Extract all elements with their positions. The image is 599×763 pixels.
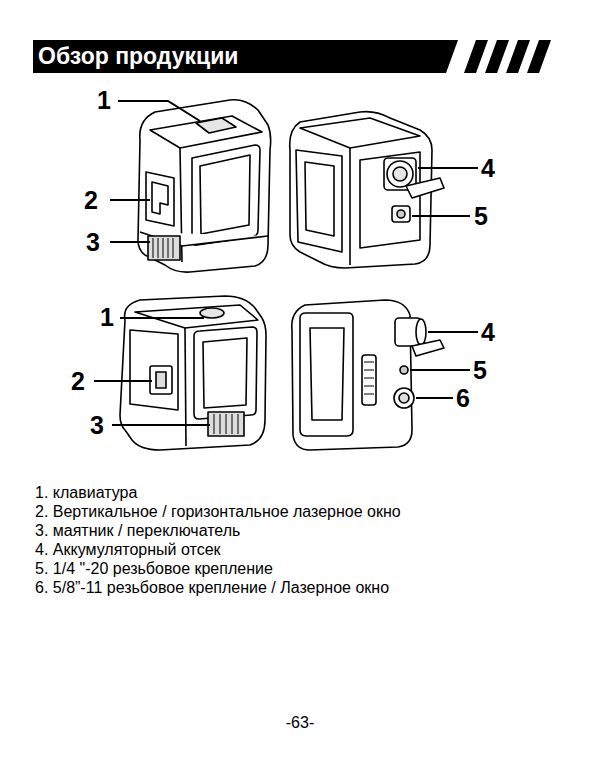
legend-item: 2. Вертикальное / горизонтальное лазерно…: [35, 503, 401, 521]
callout-number: 6: [456, 384, 470, 413]
title-bar: [33, 40, 458, 73]
callout-number: 4: [481, 154, 495, 183]
callout-number: 2: [71, 367, 85, 396]
title-slashes: [464, 40, 551, 73]
callout-number: 3: [90, 411, 104, 440]
legend-item: 6. 5/8”-11 резьбовое крепление / Лазерно…: [35, 579, 389, 597]
callout-number: 2: [84, 186, 98, 215]
leader-lines: [94, 101, 478, 425]
legend-item: 5. 1/4 "-20 резьбовое крепление: [35, 560, 273, 578]
page-title: Обзор продукции: [38, 41, 238, 71]
laser-level-front-view: [138, 100, 271, 272]
legend-item: 3. маятник / переключатель: [35, 522, 240, 540]
legend-item: 1. клавиатура: [35, 484, 137, 502]
page-number: -63-: [286, 714, 314, 732]
callout-number: 1: [97, 86, 111, 115]
laser-level-side-view: [120, 296, 266, 450]
callout-number: 3: [86, 228, 100, 257]
laser-level-rear-view: [290, 112, 444, 268]
callout-number: 5: [473, 356, 487, 385]
legend-item: 4. Аккумуляторный отсек: [35, 541, 221, 559]
callout-number: 4: [481, 318, 495, 347]
laser-level-back-side-view: [292, 300, 444, 450]
callout-number: 1: [100, 303, 114, 332]
callout-number: 5: [474, 202, 488, 231]
